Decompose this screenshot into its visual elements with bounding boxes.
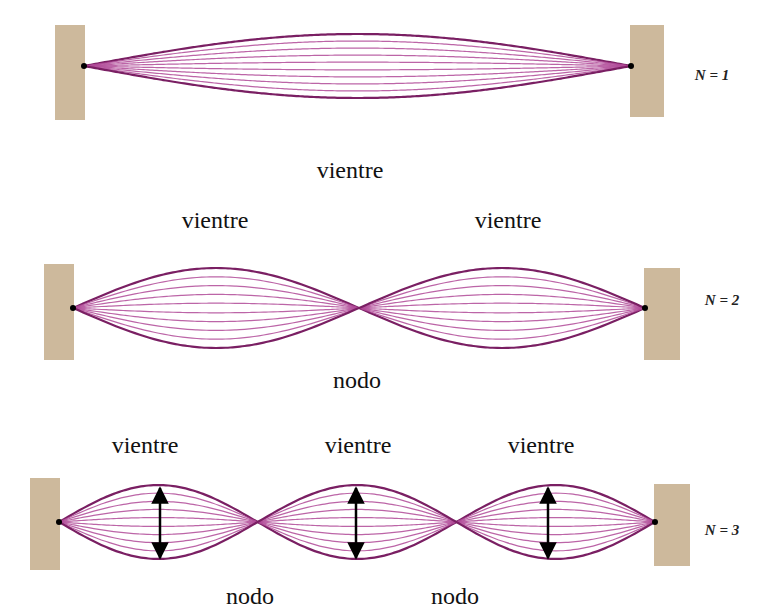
- wave-label: nodo: [431, 584, 479, 608]
- string-curve: [84, 66, 631, 98]
- mode-label: N = 3: [705, 523, 739, 538]
- wave-label: vientre: [112, 433, 179, 457]
- string-curve: [84, 34, 631, 66]
- fixed-end: [652, 519, 658, 525]
- wall: [44, 264, 74, 360]
- wall: [30, 478, 60, 570]
- amplitude-arrow: [355, 488, 358, 558]
- wave-label: nodo: [226, 584, 274, 608]
- mode-label: N = 2: [705, 293, 739, 308]
- string-curve: [84, 66, 631, 77]
- string-curve: [73, 268, 645, 348]
- amplitude-arrow: [547, 488, 550, 558]
- wave-label: vientre: [317, 158, 384, 182]
- fixed-end: [81, 63, 87, 69]
- string-curve: [84, 55, 631, 66]
- wall: [654, 484, 690, 566]
- string-curve: [59, 485, 655, 559]
- wave-label: vientre: [508, 433, 575, 457]
- wall: [644, 268, 680, 360]
- string-curve: [84, 41, 631, 66]
- wave-label: vientre: [182, 208, 249, 232]
- string-curve: [84, 48, 631, 66]
- fixed-end: [628, 63, 634, 69]
- string-curve: [84, 66, 631, 91]
- wave-label: nodo: [333, 368, 381, 392]
- wave-label: vientre: [325, 433, 392, 457]
- string-curve: [84, 66, 631, 70]
- wall: [55, 25, 85, 120]
- wall: [630, 25, 664, 117]
- fixed-end: [56, 519, 62, 525]
- mode-label: N = 1: [695, 68, 729, 83]
- wave-label: vientre: [475, 208, 542, 232]
- amplitude-arrow: [159, 488, 162, 558]
- fixed-end: [642, 305, 648, 311]
- string-curve: [73, 268, 645, 348]
- fixed-end: [70, 305, 76, 311]
- string-curve: [59, 485, 655, 559]
- string-curve: [84, 62, 631, 66]
